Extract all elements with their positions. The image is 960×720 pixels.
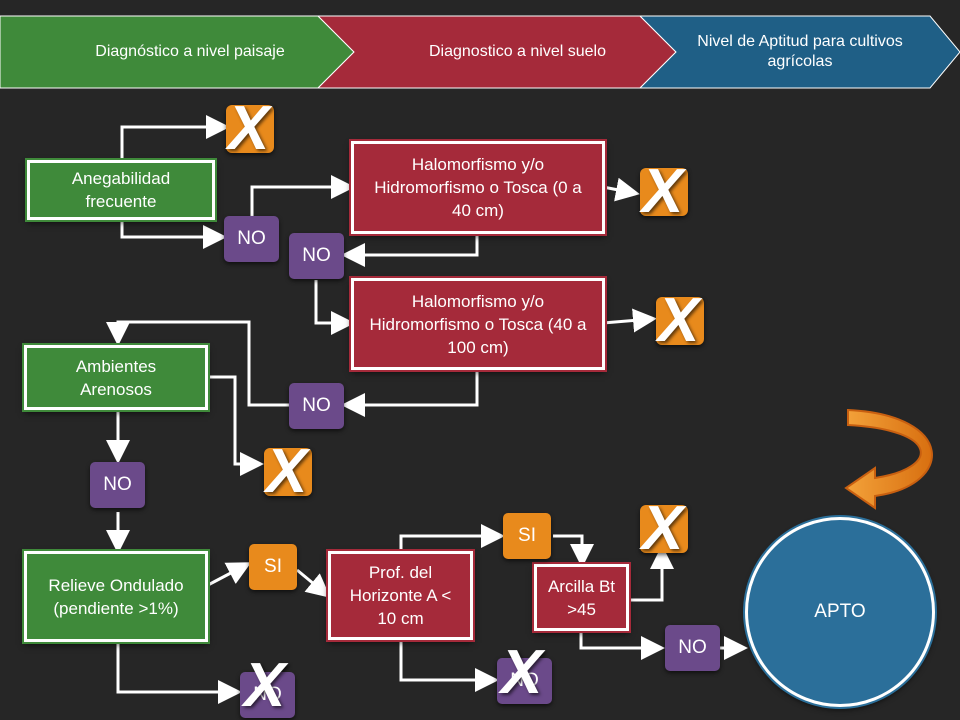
no-tag: NO [289, 233, 344, 279]
node-profundidad-horizonte: Prof. del Horizonte A < 10 cm [328, 551, 473, 640]
reject-x-icon: X [658, 286, 700, 355]
reject-x-icon: X [228, 94, 270, 163]
banner-step-2-label: Diagnostico a nivel suelo [429, 43, 606, 60]
reject-box [640, 505, 688, 553]
reject-x-icon: X [501, 638, 543, 707]
no-tag: NO [665, 625, 720, 671]
banner-step-1-label: Diagnóstico a nivel paisaje [95, 43, 285, 60]
reject-box [264, 448, 312, 496]
curved-arrow-icon [844, 408, 933, 510]
node-apto: APTO [745, 517, 935, 707]
no-tag: NO [497, 658, 552, 704]
reject-x-icon: X [642, 157, 684, 226]
node-relieve-ondulado: Relieve Ondulado (pendiente >1%) [24, 551, 208, 642]
si-tag: SI [249, 544, 297, 590]
reject-x-icon: X [642, 494, 684, 563]
node-halomorfismo-0-40: Halomorfismo y/o Hidromorfismo o Tosca (… [351, 141, 605, 234]
node-ambientes-arenosos: Ambientes Arenosos [24, 345, 208, 410]
banner-step-3 [638, 15, 960, 89]
node-anegabilidad: Anegabilidad frecuente [27, 160, 215, 220]
reject-box [226, 105, 274, 153]
reject-x-icon: X [266, 437, 308, 506]
node-arcilla-bt: Arcilla Bt >45 [534, 564, 629, 631]
no-tag: NO [90, 462, 145, 508]
no-tag: NO [240, 672, 295, 718]
banner-step-3-label: Nivel de Aptitud para cultivos agrícolas [697, 33, 903, 70]
reject-box [656, 297, 704, 345]
node-halomorfismo-40-100: Halomorfismo y/o Hidromorfismo o Tosca (… [351, 278, 605, 370]
reject-box [640, 168, 688, 216]
si-tag: SI [503, 513, 551, 559]
no-tag: NO [224, 216, 279, 262]
no-tag: NO [289, 383, 344, 429]
reject-x-icon: X [244, 651, 286, 720]
